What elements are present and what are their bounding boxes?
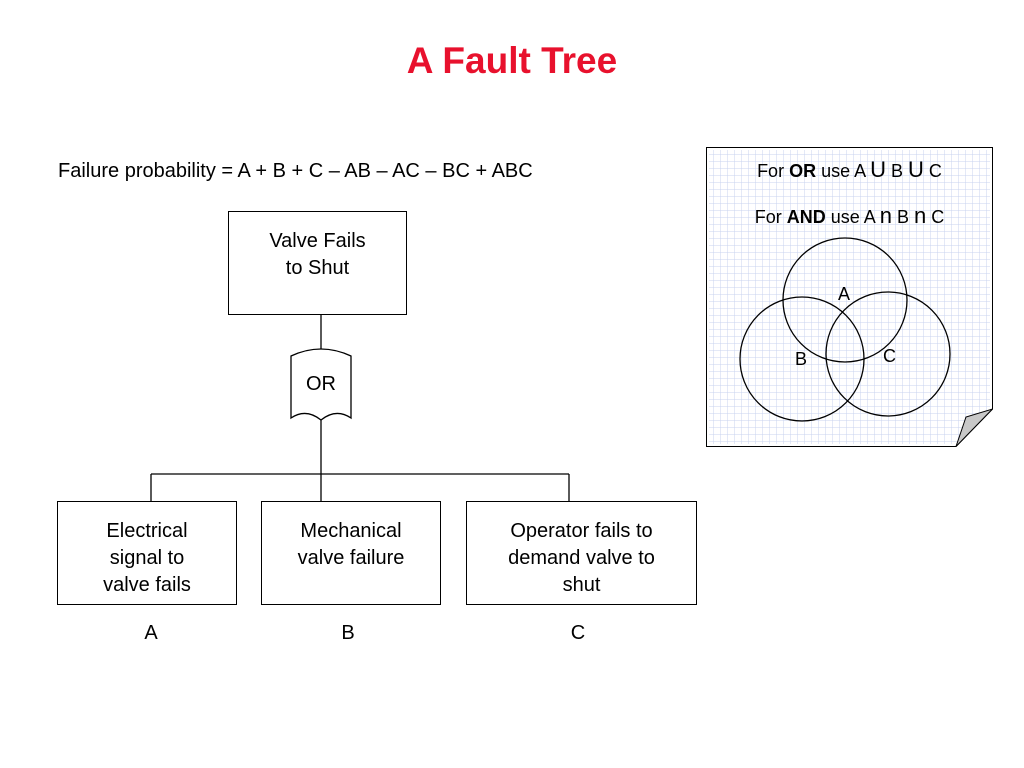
basic-event-c-line-1: Operator fails to — [510, 520, 653, 542]
and-rule-suffix: C — [926, 207, 945, 227]
basic-event-a-line-2: signal to — [109, 547, 185, 569]
or-rule-keyword: OR — [789, 161, 817, 181]
basic-event-b-box: Mechanical valve failure — [261, 501, 441, 605]
and-rule-mid-2: B — [892, 207, 915, 227]
basic-event-c-letter: C — [570, 622, 586, 644]
intersection-operator-2: n — [914, 203, 927, 228]
venn-label-c: C — [883, 346, 896, 366]
top-event-box: Valve Fails to Shut — [228, 211, 407, 315]
or-rule-mid-2: B — [886, 161, 909, 181]
basic-event-b-line-2: valve failure — [297, 547, 405, 569]
top-event-line-1: Valve Fails — [269, 230, 366, 252]
note-grid — [709, 150, 990, 444]
basic-event-b-letter: B — [341, 622, 355, 644]
note-fold-icon — [955, 408, 993, 447]
basic-event-a-letter: A — [144, 622, 158, 644]
venn-label-b: B — [795, 349, 808, 369]
or-gate-label: OR — [306, 373, 336, 395]
set-notation-note — [706, 147, 993, 447]
or-gate-shape — [290, 348, 352, 421]
basic-event-b-line-1: Mechanical — [300, 520, 402, 542]
or-rule-suffix: C — [923, 161, 942, 181]
and-rule: For AND use A n B n C — [706, 203, 993, 229]
and-rule-keyword: AND — [786, 207, 826, 227]
or-rule: For OR use A U B U C — [706, 157, 993, 183]
union-operator-2: U — [908, 157, 924, 182]
intersection-operator-1: n — [879, 203, 893, 228]
slide-title: A Fault Tree — [406, 40, 618, 81]
union-operator-1: U — [870, 157, 887, 182]
failure-probability-formula: Failure probability = A + B + C – AB – A… — [58, 160, 533, 182]
top-event-line-2: to Shut — [285, 257, 350, 279]
or-rule-prefix: For — [757, 161, 790, 181]
venn-circle-b — [739, 296, 865, 422]
basic-event-c-line-2: demand valve to — [508, 547, 655, 569]
basic-event-c-line-3: shut — [562, 574, 601, 596]
venn-label-a: A — [838, 284, 851, 304]
venn-circle-c — [825, 291, 951, 417]
or-rule-mid: use A — [816, 161, 871, 181]
and-rule-prefix: For — [754, 207, 787, 227]
basic-event-c-box: Operator fails to demand valve to shut — [466, 501, 697, 605]
basic-event-a-box: Electrical signal to valve fails — [57, 501, 237, 605]
and-rule-mid: use A — [825, 207, 880, 227]
basic-event-a-line-1: Electrical — [106, 520, 188, 542]
basic-event-a-line-3: valve fails — [103, 574, 191, 596]
